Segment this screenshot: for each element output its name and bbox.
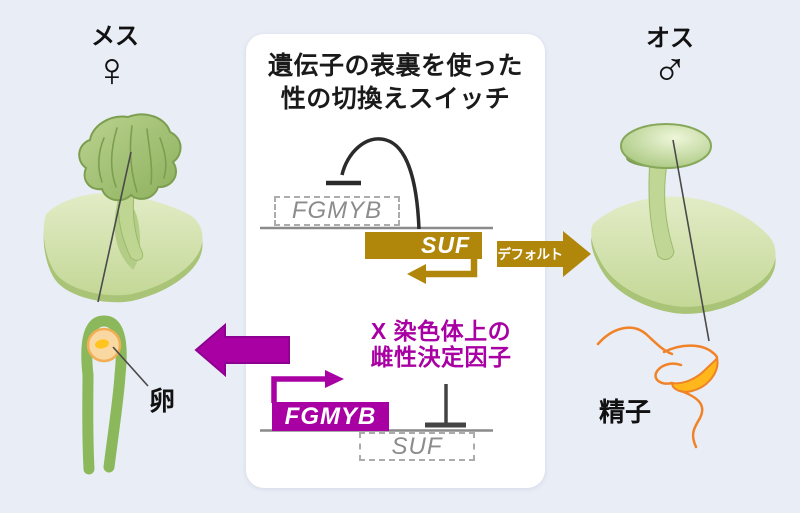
- title-line1: 遺伝子の表裏を使った: [267, 52, 523, 80]
- male-label: オス: [646, 25, 694, 52]
- female-symbol-icon: ♀: [94, 44, 130, 97]
- fgmyb-transcription-arrow: [271, 370, 344, 403]
- sperm-body: [670, 355, 719, 393]
- male-symbol-icon: ♂: [652, 42, 688, 95]
- female-plant-illustration: [43, 113, 203, 303]
- suf-repression-tbar: [425, 384, 466, 428]
- sperm-label: 精子: [599, 397, 652, 427]
- repression-arc: [340, 137, 421, 230]
- sperm-illustration: [596, 326, 719, 449]
- male-pointer-line: [672, 139, 710, 342]
- female-label: メス: [91, 23, 139, 50]
- x-annotation-line1: X 染色体上の: [370, 318, 512, 344]
- x-chromosome-annotation: X 染色体上の 雌性決定因子: [356, 318, 526, 370]
- default-arrow: デフォルト: [497, 231, 591, 277]
- male-disc: [620, 123, 712, 169]
- x-annotation-line2: 雌性決定因子: [370, 344, 512, 370]
- fgmyb-gene-box-active: FGMYB: [272, 402, 389, 431]
- suf-gene-box-active: SUF: [365, 232, 482, 259]
- suf-transcription-arrow: [407, 258, 478, 284]
- title-line2: 性の切換えスイッチ: [280, 85, 511, 113]
- egg-label: 卵: [149, 386, 176, 416]
- fgmyb-gene-box-repressed: FGMYB: [274, 196, 400, 226]
- egg-yolk: [95, 339, 109, 349]
- to-female-arrow: [194, 322, 290, 378]
- page-title: 遺伝子の表裏を使った 性の切換えスイッチ: [246, 50, 545, 116]
- default-arrow-label: デフォルト: [498, 246, 563, 262]
- egg-illustration: [81, 315, 149, 475]
- suf-gene-box-repressed: SUF: [359, 432, 475, 461]
- female-pointer-line: [97, 151, 132, 303]
- male-plant-illustration: [591, 123, 776, 342]
- egg-pointer-line: [112, 346, 149, 387]
